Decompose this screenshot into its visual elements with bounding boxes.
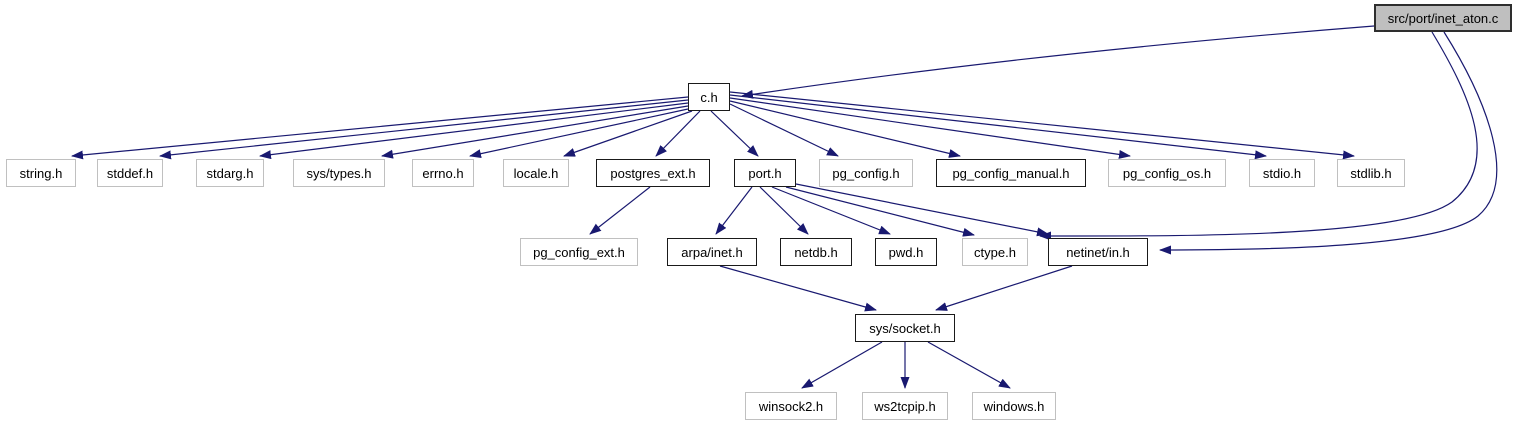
include-edge-inet_aton-to-c_h xyxy=(741,25,1375,99)
include-edge-c_h-to-sys_types_h xyxy=(381,105,689,159)
include-edge-c_h-to-pg_config_h xyxy=(729,103,839,157)
include-edge-c_h-to-port_h xyxy=(710,110,759,157)
graph-node-netinet_in_h[interactable]: netinet/in.h xyxy=(1048,238,1148,266)
graph-node-windows_h: windows.h xyxy=(972,392,1056,420)
include-edge-postgres_ext_h-to-pg_config_ext_h xyxy=(589,186,651,235)
graph-node-locale_h: locale.h xyxy=(503,159,569,187)
include-edge-c_h-to-locale_h xyxy=(563,110,693,157)
graph-node-stdlib_h: stdlib.h xyxy=(1337,159,1405,187)
graph-node-postgres_ext_h[interactable]: postgres_ext.h xyxy=(596,159,710,187)
graph-node-port_h[interactable]: port.h xyxy=(734,159,796,187)
include-edge-inet_aton-to-ctype_h xyxy=(1039,31,1478,241)
graph-node-sys_types_h: sys/types.h xyxy=(293,159,385,187)
include-edge-c_h-to-stddef_h xyxy=(159,99,689,160)
graph-node-pg_config_os_h: pg_config_os.h xyxy=(1108,159,1226,187)
include-edge-c_h-to-postgres_ext_h xyxy=(655,110,701,157)
include-edge-port_h-to-ctype_h xyxy=(785,186,975,237)
graph-node-netdb_h[interactable]: netdb.h xyxy=(780,238,852,266)
include-edge-c_h-to-pg_config_manual xyxy=(729,100,961,158)
graph-node-pg_config_h: pg_config.h xyxy=(819,159,913,187)
graph-node-pg_config_ext_h: pg_config_ext.h xyxy=(520,238,638,266)
graph-node-winsock2_h: winsock2.h xyxy=(745,392,837,420)
graph-node-inet_aton[interactable]: src/port/inet_aton.c xyxy=(1374,4,1512,32)
include-edge-c_h-to-errno_h xyxy=(469,108,689,159)
graph-node-stdio_h: stdio.h xyxy=(1249,159,1315,187)
include-edge-port_h-to-netdb_h xyxy=(759,186,809,235)
graph-node-string_h: string.h xyxy=(6,159,76,187)
graph-node-sys_socket_h[interactable]: sys/socket.h xyxy=(855,314,955,342)
include-edge-c_h-to-stdlib_h xyxy=(729,91,1355,160)
include-edge-port_h-to-arpa_inet_h xyxy=(715,186,753,235)
include-edge-port_h-to-pwd_h xyxy=(771,186,891,235)
include-edge-c_h-to-pg_config_os_h xyxy=(729,97,1131,159)
include-edge-port_h-to-netinet_in_h xyxy=(795,183,1049,237)
graph-node-stddef_h: stddef.h xyxy=(97,159,163,187)
include-edge-c_h-to-stdio_h xyxy=(729,94,1267,160)
graph-node-pwd_h[interactable]: pwd.h xyxy=(875,238,937,266)
graph-node-errno_h: errno.h xyxy=(412,159,474,187)
include-edge-sys_socket_h-to-winsock2_h xyxy=(801,341,883,389)
include-edge-netinet_in_h-to-sys_socket_h xyxy=(935,265,1073,311)
graph-node-arpa_inet_h[interactable]: arpa/inet.h xyxy=(667,238,757,266)
graph-node-c_h[interactable]: c.h xyxy=(688,83,730,111)
include-edges xyxy=(71,25,1498,389)
graph-node-pg_config_manual[interactable]: pg_config_manual.h xyxy=(936,159,1086,187)
include-edge-inet_aton-to-netinet_in_h xyxy=(1159,31,1498,255)
graph-node-ctype_h: ctype.h xyxy=(962,238,1028,266)
include-edge-c_h-to-string_h xyxy=(71,96,689,160)
include-edge-c_h-to-stdarg_h xyxy=(259,102,689,160)
include-edge-sys_socket_h-to-windows_h xyxy=(927,341,1011,389)
include-edge-arpa_inet_h-to-sys_socket_h xyxy=(719,265,877,312)
graph-node-ws2tcpip_h: ws2tcpip.h xyxy=(862,392,948,420)
graph-node-stdarg_h: stdarg.h xyxy=(196,159,264,187)
